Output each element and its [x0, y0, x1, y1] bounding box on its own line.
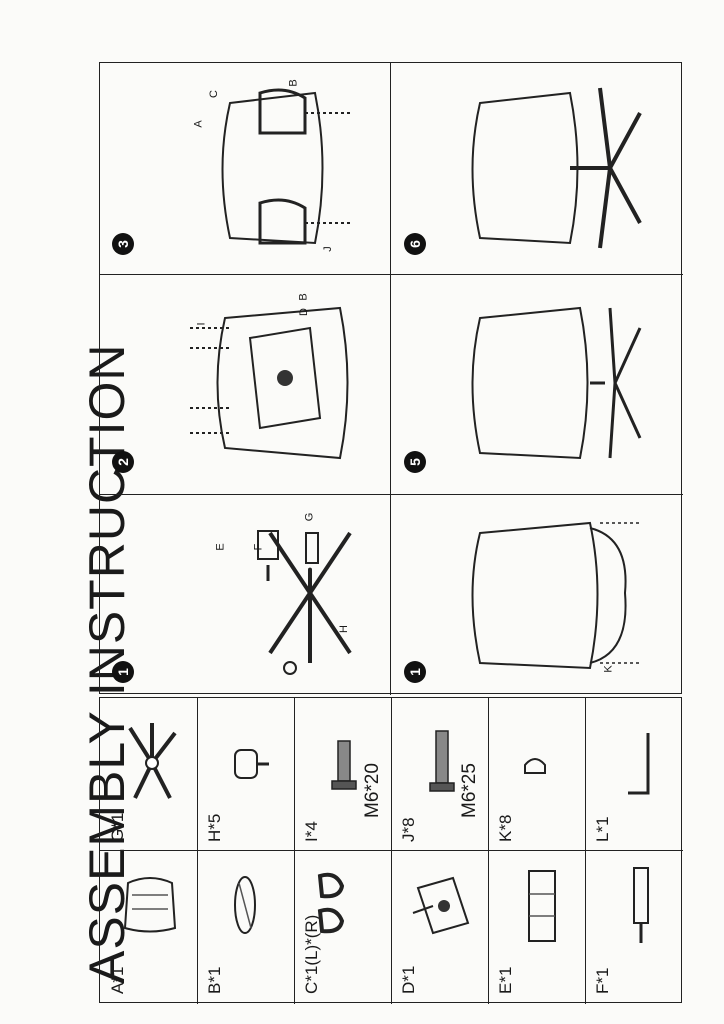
- step4-caps-diagram: [471, 521, 640, 670]
- part-label-a: A*1: [108, 966, 127, 994]
- parts-table: A*1 B*1 C*1(L)*(R) D*1 E*1 F*1 G*1 H*5 I…: [99, 697, 683, 1004]
- part-label-g: G*1: [108, 812, 127, 842]
- bolt-long-icon: [429, 730, 455, 792]
- step5-chair-on-base-diagram: [471, 306, 642, 460]
- step2-label-i: I: [195, 322, 208, 326]
- step2-label-d: D: [297, 308, 310, 316]
- step6-complete-chair-diagram: [471, 87, 642, 249]
- seat-cushion-icon: [234, 876, 256, 934]
- step3-label-j: J: [321, 246, 334, 252]
- step3-label-a: A: [192, 120, 205, 128]
- step3-label-c: C: [207, 90, 220, 98]
- step-number-3: 3: [112, 233, 134, 255]
- base-icon: [128, 723, 177, 799]
- gas-lift-icon: [633, 867, 649, 943]
- bolt-short-icon: [331, 740, 357, 790]
- mechanism-icon: [412, 876, 470, 935]
- caster-icon: [234, 749, 269, 779]
- step1-label-g: G: [303, 512, 316, 522]
- cap-icon: [524, 758, 546, 774]
- seat-back-icon: [123, 877, 177, 933]
- part-label-b: B*1: [205, 966, 224, 994]
- part-label-k: K*8: [496, 814, 515, 842]
- part-label-j: J*8: [399, 817, 418, 842]
- part-label-h: H*5: [205, 813, 224, 842]
- step2-label-b: B: [297, 293, 310, 301]
- step1-label-h: H: [337, 625, 350, 633]
- armrest-icon: [317, 872, 345, 934]
- step4-label-k: K: [602, 665, 615, 673]
- step-number-2: 2: [112, 451, 134, 473]
- step1-label-e: E: [214, 543, 227, 551]
- step-number-6: 6: [404, 233, 426, 255]
- step-number-5: 5: [404, 451, 426, 473]
- part-label-e: E*1: [496, 966, 515, 994]
- gas-lift-cover-icon: [528, 870, 556, 942]
- part-label-i: I*4: [302, 821, 321, 842]
- step2-mechanism-diagram: [190, 306, 349, 460]
- step1-label-f: F: [252, 543, 265, 551]
- allen-key-icon: [628, 733, 650, 795]
- step3-armrest-diagram: [221, 88, 350, 245]
- part-label-d: D*1: [399, 965, 418, 994]
- steps-grid: 1 2 3 1 5 6 E F G H I D B: [99, 62, 683, 695]
- step-number-1: 1: [112, 661, 134, 683]
- step-number-4: 1: [404, 661, 426, 683]
- step3-label-b: B: [287, 79, 300, 87]
- part-label-l: L*1: [593, 816, 612, 842]
- part-label-f: F*1: [593, 967, 612, 994]
- step1-base-diagram: [257, 530, 352, 675]
